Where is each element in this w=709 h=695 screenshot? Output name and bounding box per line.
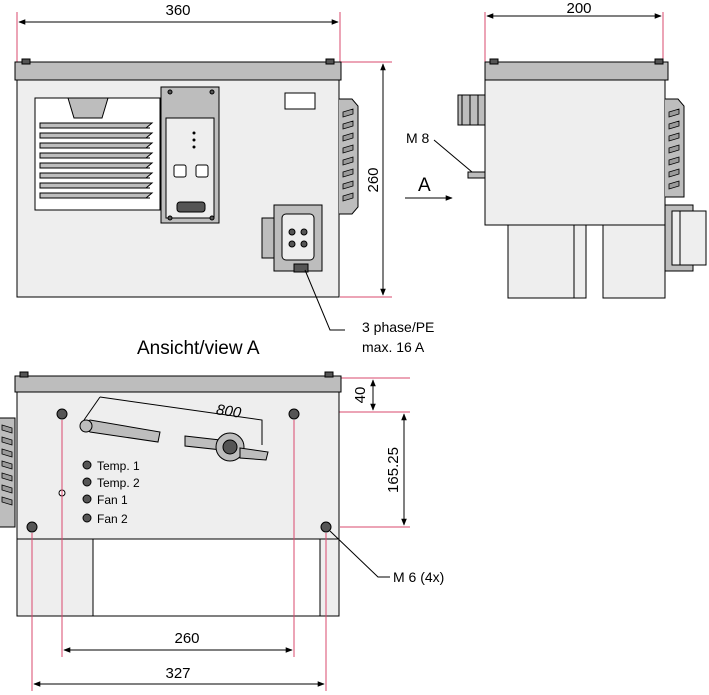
bottom-view — [0, 371, 410, 691]
dim-bottom-depth: 165.25 — [385, 447, 402, 493]
front-right-fins — [342, 108, 354, 202]
label-view-arrow: A — [418, 175, 431, 196]
dim-bottom-offset: 40 — [352, 387, 369, 404]
port-label-fan1: Fan 1 — [97, 493, 128, 507]
power-connector — [261, 204, 323, 273]
front-view — [14, 12, 392, 331]
dim-side-width: 200 — [566, 0, 591, 17]
dim-bottom-hole-spacing: 260 — [174, 630, 199, 647]
mounting-holes — [26, 408, 332, 533]
port-label-fan2: Fan 2 — [97, 512, 128, 526]
vent-grille — [34, 97, 161, 211]
view-title: Ansicht/view A — [137, 338, 260, 359]
label-connector-line1: 3 phase/PE — [362, 319, 434, 335]
port-label-temp1: Temp. 1 — [97, 459, 140, 473]
cable-assembly — [79, 396, 269, 462]
control-panel — [160, 86, 220, 224]
display-window — [284, 92, 316, 110]
dim-front-height: 260 — [365, 167, 382, 192]
side-view — [405, 12, 707, 299]
label-connector-line2: max. 16 A — [362, 339, 425, 355]
dim-cable-length: 800 — [215, 401, 243, 421]
label-m6: M 6 (4x) — [393, 569, 444, 585]
label-m8: M 8 — [406, 130, 430, 146]
dim-bottom-width: 327 — [165, 665, 190, 682]
port-label-temp2: Temp. 2 — [97, 476, 140, 490]
dim-front-width: 360 — [165, 2, 190, 19]
